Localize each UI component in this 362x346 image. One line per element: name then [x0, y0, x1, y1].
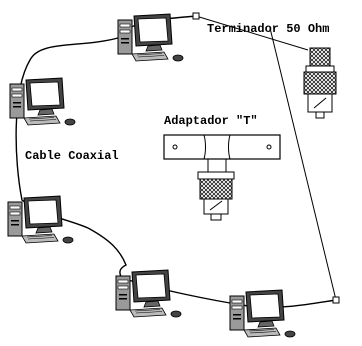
bus-end-bottom	[332, 296, 340, 304]
computer-icon	[117, 13, 184, 62]
computer-icon	[9, 77, 76, 126]
coaxial-cable	[15, 15, 337, 308]
terminator-callout-line-top	[195, 15, 309, 51]
t-adapter-label: Adaptador "T"	[164, 114, 258, 128]
terminator-connector-icon	[303, 47, 337, 119]
computer-icon	[115, 269, 182, 318]
terminator-callout-line-bottom	[269, 27, 337, 301]
bus-end-top	[192, 12, 200, 20]
terminator-label: Terminador 50 Ohm	[207, 22, 330, 36]
coaxial-cable-label: Cable Coaxial	[25, 149, 119, 163]
t-adapter-icon	[163, 134, 281, 221]
computer-icon	[229, 289, 296, 338]
